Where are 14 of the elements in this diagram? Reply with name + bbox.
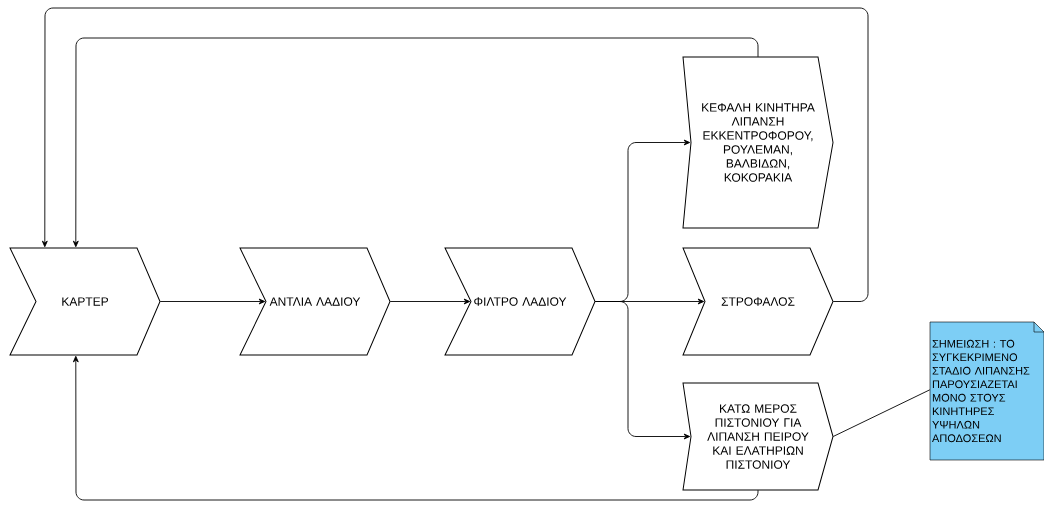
arrow bbox=[159, 298, 266, 305]
chevron-box: ΦΙΛΤΡΟ ΛΑΔΙΟΥ bbox=[444, 247, 596, 356]
chevron-box: ΑΝΤΛΙΑ ΛΑΔΙΟΥ bbox=[239, 247, 391, 356]
chevron-box: ΣΤΡΟΦΑΛΟΣ bbox=[682, 247, 834, 356]
arrow bbox=[72, 355, 759, 501]
chevron-box: ΚΑΡΤΕΡ bbox=[9, 247, 161, 356]
arrow bbox=[389, 298, 471, 305]
arrow bbox=[594, 301, 691, 440]
chevron-box: ΚΕΦΑΛΗ ΚΙΝΗΤΗΡΑ ΛΙΠΑΝΣΗ ΕΚΚΕΝΤΡΟΦΟΡΟΥ, ΡΟΥΛΕΜΑΝ, ΒΑΛΒΙΔΩΝ, ΚΟΚΟΡΑΚΙΑ bbox=[682, 56, 834, 229]
arrow bbox=[41, 7, 869, 302]
leader-line bbox=[832, 389, 931, 437]
chevron-box: ΚΑΤΩ ΜΕΡΟΣ ΠΙΣΤΟΝΙΟΥ ΓΙΑ ΛΙΠΑΝΣΗ ΠΕΙΡΟΥ ΚΑΙ ΕΛΑΤΗΡΙΩΝ ΠΙΣΤΟΝΙΟΥ bbox=[682, 382, 834, 491]
arrow bbox=[72, 37, 759, 248]
note-box: ΣΗΜΕΙΩΣΗ : ΤΟ ΣΥΓΚΕΚΡΙΜΕΝΟ ΣΤΑΔΙΟ ΛΙΠΑΝΣΗΣ ΠΑΡΟΥΣΙΑΖΕΤΑΙ ΜΟΝΟ ΣΤΟΥΣ ΚΙΝΗΤΗΡΕΣ ΥΨΗΛΩΝ ΑΠΟΔΟΣΕΩΝ bbox=[929, 321, 1044, 461]
